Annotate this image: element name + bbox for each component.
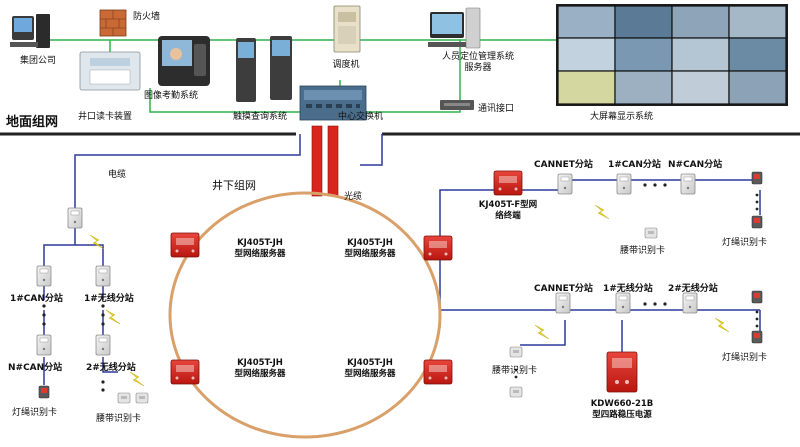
lamp-card-rb-2 [751, 330, 763, 344]
underground-network-title: 井下组网 [212, 179, 256, 192]
wireless-bolt-3 [129, 371, 145, 387]
fiber-cable [311, 125, 339, 197]
belt-card-rt [644, 227, 658, 239]
label-ring-server-tl: KJ405T-JH型网络服务器 [234, 238, 286, 259]
station-wireless2 [95, 334, 111, 356]
label-canN-left: N#CAN分站 [8, 363, 63, 373]
station-can1-right [616, 173, 632, 195]
station-canN-right [680, 173, 696, 195]
label-ring-server-tr: KJ405T-JH型网络服务器 [344, 238, 396, 259]
station-canN [36, 334, 52, 356]
lamp-card-rt-1 [751, 171, 763, 185]
label-cannet-bottom: CANNET分站 [534, 284, 593, 294]
label-wireless2-left: 2#无线分站 [86, 363, 136, 373]
label-core-switch: 中心交换机 [338, 112, 384, 122]
label-lamp-card-left: 灯绳识别卡 [12, 408, 58, 418]
network-terminal [493, 170, 523, 196]
label-wireless2-right: 2#无线分站 [668, 284, 718, 294]
belt-card-left-1 [117, 392, 131, 404]
station-cannet-bottom [555, 292, 571, 314]
ring-server-bl [170, 359, 200, 385]
wireless-bolt-1 [89, 234, 105, 250]
belt-card-rb-2 [509, 386, 523, 398]
label-network-terminal: KJ405T-F型网络终端 [478, 200, 538, 221]
station-wireless2-right [682, 292, 698, 314]
label-firewall: 防火墙 [133, 12, 161, 22]
power-supply [606, 351, 638, 393]
attendance-terminal-icon [158, 36, 210, 86]
label-wellhead-reader: 井口读卡装置 [78, 112, 133, 122]
ellipsis-rt [643, 183, 759, 211]
label-belt-card-rt: 腰带识别卡 [620, 246, 666, 256]
label-power-supply: KDW660-21B型四路稳压电源 [590, 399, 654, 420]
station-can1 [36, 265, 52, 287]
label-lamp-card-rt: 灯绳识别卡 [722, 238, 768, 248]
label-kiosk: 触摸查询系统 [233, 112, 288, 122]
label-ring-server-bl: KJ405T-JH型网络服务器 [234, 358, 286, 379]
kiosk-icon [236, 36, 292, 102]
label-comm-interface: 通讯接口 [478, 104, 515, 114]
ring-network [168, 191, 442, 439]
dispatch-unit-icon [333, 5, 361, 53]
ellipsis-left [42, 304, 105, 392]
label-belt-card-rb: 腰带识别卡 [492, 366, 538, 376]
station-wireless1-right [615, 292, 631, 314]
label-video-wall: 大屏幕显示系统 [590, 112, 654, 122]
server-pc-icon [428, 7, 481, 49]
bus-lines [43, 134, 761, 385]
label-can1-left: 1#CAN分站 [10, 294, 63, 304]
label-server: 人员定位管理系统服务器 [441, 52, 514, 73]
label-cable: 电缆 [108, 170, 127, 180]
lamp-card-left [38, 385, 50, 399]
label-can1-right: 1#CAN分站 [608, 160, 661, 170]
station-wireless1 [95, 265, 111, 287]
label-attendance: 图像考勤系统 [144, 91, 199, 101]
wireless-bolt-4 [594, 204, 610, 220]
label-dispatch: 调度机 [332, 60, 360, 70]
wireless-bolt-6 [714, 317, 730, 333]
station-cannet-top [557, 173, 573, 195]
label-wireless1-right: 1#无线分站 [603, 284, 653, 294]
label-canN-right: N#CAN分站 [668, 160, 723, 170]
lamp-card-rb-1 [751, 290, 763, 304]
station-left-top [67, 207, 83, 229]
ring-server-tl [170, 232, 200, 258]
label-lamp-card-rb: 灯绳识别卡 [722, 353, 768, 363]
belt-card-rb-1 [509, 346, 523, 358]
ellipsis-rb [514, 302, 759, 379]
lamp-card-rt-2 [751, 215, 763, 229]
label-wireless1-left: 1#无线分站 [84, 294, 134, 304]
ring-server-br [423, 359, 453, 385]
video-wall-icon [556, 4, 788, 106]
wellhead-reader-icon [79, 51, 141, 91]
surface-network-title: 地面组网 [6, 115, 59, 130]
wireless-bolt-2 [105, 309, 121, 325]
core-switch-icon [299, 85, 367, 121]
firewall-icon [99, 9, 127, 37]
label-fiber: 光缆 [344, 192, 363, 202]
wireless-bolt-5 [534, 324, 550, 340]
label-ring-server-br: KJ405T-JH型网络服务器 [344, 358, 396, 379]
label-belt-card-left: 腰带识别卡 [96, 414, 142, 424]
pc-icon [10, 14, 50, 48]
comm-interface-icon [440, 100, 474, 110]
label-group-company: 集团公司 [19, 56, 57, 66]
label-cannet-top: CANNET分站 [534, 160, 593, 170]
belt-card-left-2 [135, 392, 149, 404]
ring-server-tr [423, 235, 453, 261]
